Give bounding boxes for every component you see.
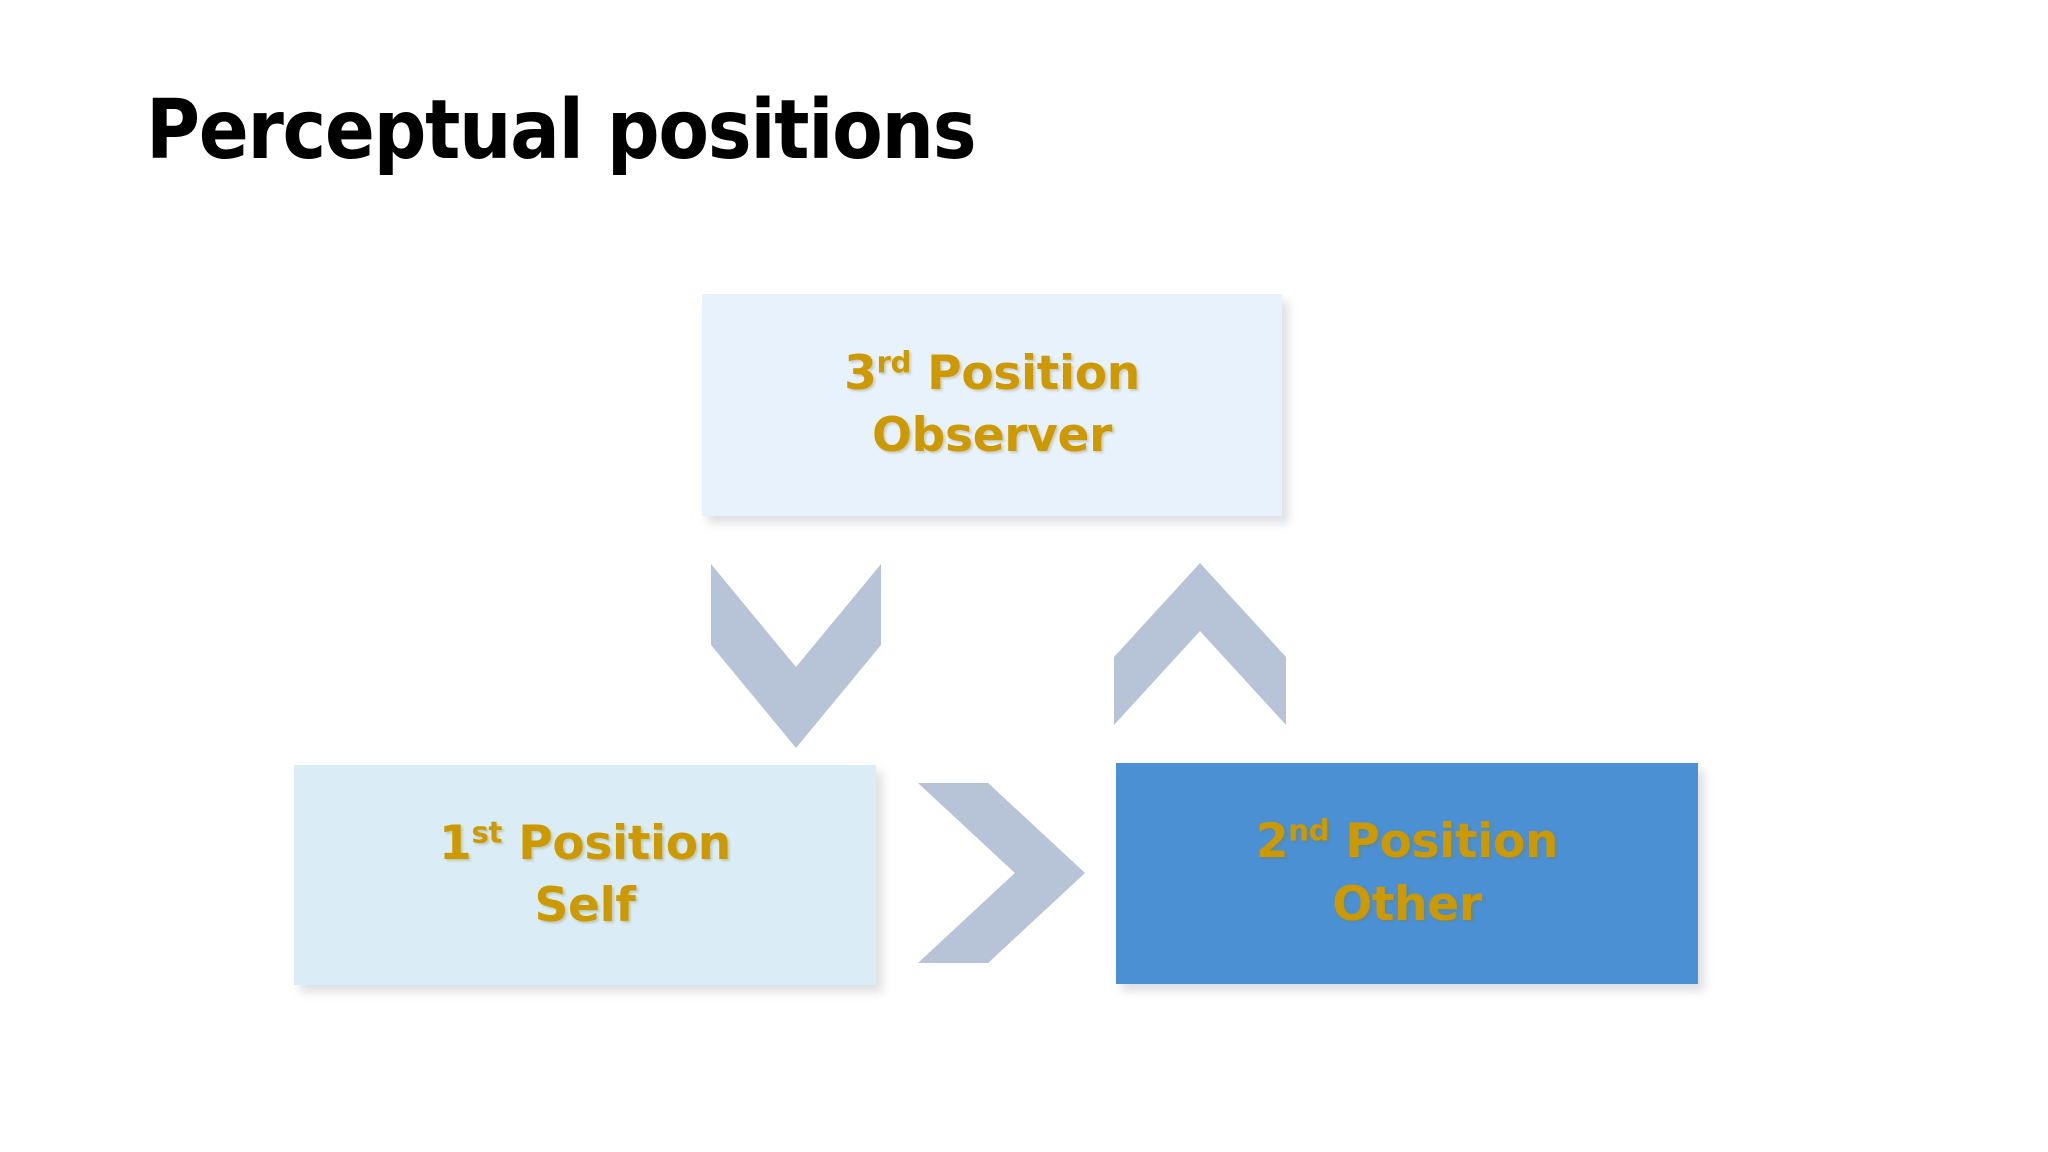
- box-first-position[interactable]: 1st Position Self: [294, 765, 876, 985]
- first-position-label: Position: [518, 815, 731, 871]
- third-position-label: Position: [927, 345, 1140, 401]
- third-position-heading: 3rd Position: [844, 343, 1140, 405]
- second-position-ordinal-suffix: nd: [1288, 813, 1330, 848]
- second-position-heading: 2nd Position: [1255, 811, 1559, 873]
- page-title: Perceptual positions: [146, 83, 977, 178]
- first-position-role: Self: [534, 878, 636, 933]
- chevron-right-icon: [918, 783, 1085, 963]
- first-position-heading: 1st Position: [439, 813, 731, 875]
- box-third-position[interactable]: 3rd Position Observer: [702, 294, 1282, 516]
- chevron-down-icon: [711, 564, 881, 748]
- first-position-ordinal: 1: [439, 815, 472, 871]
- second-position-label: Position: [1345, 814, 1559, 870]
- third-position-ordinal: 3: [844, 345, 877, 401]
- first-position-ordinal-suffix: st: [471, 815, 503, 850]
- chevron-up-icon: [1114, 563, 1286, 725]
- third-position-role: Observer: [872, 408, 1112, 463]
- second-position-role: Other: [1332, 876, 1482, 932]
- third-position-ordinal-suffix: rd: [876, 345, 912, 380]
- second-position-ordinal: 2: [1255, 814, 1289, 870]
- box-second-position[interactable]: 2nd Position Other: [1116, 763, 1698, 984]
